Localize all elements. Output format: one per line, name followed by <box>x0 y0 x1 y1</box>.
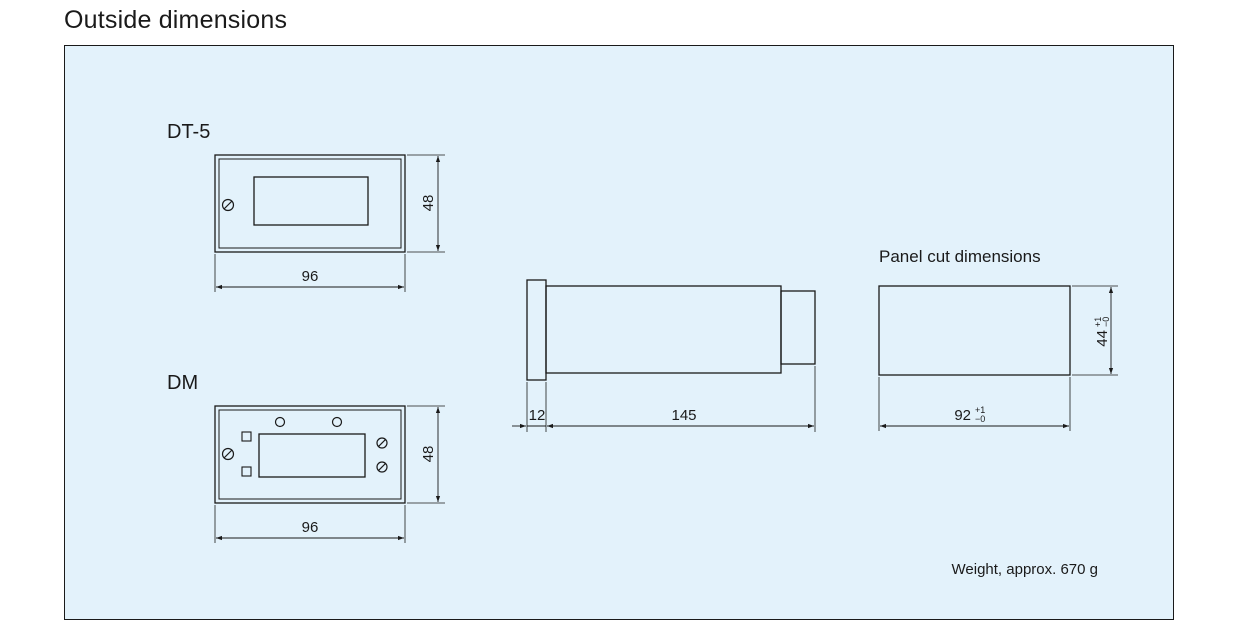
dt5-outer-frame <box>214 154 406 253</box>
adjust-screw-icon <box>376 461 388 473</box>
panel-width-label: 92 <box>954 407 971 424</box>
dimension-drawing: DT-5 48 96 DM <box>64 45 1174 620</box>
dm-front-view: DM 48 96 <box>167 372 445 543</box>
panel-cut: Panel cut dimensions 44 +1 −0 92 +1 −0 <box>878 247 1118 431</box>
dm-square-button <box>241 466 252 477</box>
adjust-screw-icon <box>376 437 388 449</box>
dt5-display-window <box>253 176 369 226</box>
dm-display-window <box>258 433 366 478</box>
panel-cut-outline <box>878 285 1071 376</box>
body-dim-label: 145 <box>671 407 696 424</box>
dm-label: DM <box>167 372 198 394</box>
dm-inner-bezel <box>218 409 402 500</box>
dm-square-button <box>241 431 252 442</box>
panel-height-label: 44 <box>1094 330 1111 347</box>
dt5-label: DT-5 <box>167 121 210 143</box>
dm-outer-frame <box>214 405 406 504</box>
panel-height-tol-minus: −0 <box>1101 317 1111 327</box>
slotted-screw-icon <box>221 198 235 212</box>
side-view: 12 145 <box>512 279 816 432</box>
dm-height-label: 48 <box>420 446 437 463</box>
slotted-screw-icon <box>221 447 235 461</box>
page-title: Outside dimensions <box>64 6 288 34</box>
dm-width-label: 96 <box>302 519 319 536</box>
dt5-height-label: 48 <box>420 195 437 212</box>
weight-note: Weight, approx. 670 g <box>952 561 1098 578</box>
side-terminal-block <box>780 290 816 365</box>
panel-width-tol-minus: −0 <box>975 414 985 424</box>
drawing-panel <box>64 45 1174 620</box>
dm-led-indicator <box>331 416 343 428</box>
panel-width-tol-plus: +1 <box>975 405 985 415</box>
panel-cut-label: Panel cut dimensions <box>879 247 1041 266</box>
dt5-width-label: 96 <box>302 268 319 285</box>
panel-height-tol-plus: +1 <box>1093 317 1103 327</box>
dm-led-indicator <box>274 416 286 428</box>
dt5-inner-bezel <box>218 158 402 249</box>
dt5-front-view: DT-5 48 96 <box>167 121 445 292</box>
bezel-dim-label: 12 <box>529 407 546 424</box>
